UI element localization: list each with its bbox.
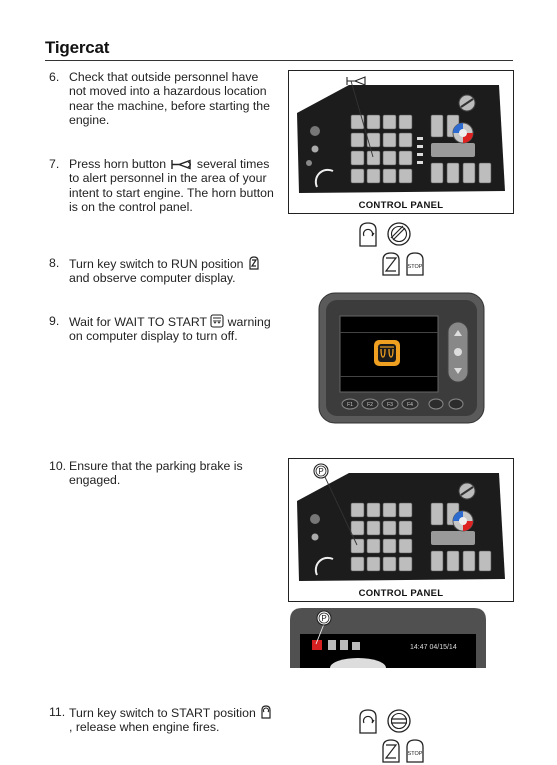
control-panel-figure: CONTROL PANEL xyxy=(288,70,514,214)
key-switch-icon xyxy=(387,709,411,733)
back-button[interactable] xyxy=(428,398,444,410)
svg-text:F2: F2 xyxy=(367,402,373,408)
step-number: 7. xyxy=(49,157,60,171)
home-button[interactable] xyxy=(448,398,464,410)
select-knob[interactable] xyxy=(454,348,462,356)
step-number: 10. xyxy=(49,459,67,473)
key-run-icon xyxy=(382,252,400,276)
svg-text:F4: F4 xyxy=(407,402,413,408)
step-text: Ensure that the parking brake is engaged… xyxy=(69,459,243,488)
wait-to-start-icon xyxy=(374,340,400,366)
svg-text:P: P xyxy=(321,614,326,623)
step-text: Turn key switch to RUN position and obse… xyxy=(69,256,274,286)
step-text: Wait for WAIT TO START warning on comput… xyxy=(69,314,271,344)
key-run-icon xyxy=(249,256,259,270)
svg-text:F3: F3 xyxy=(387,402,393,408)
key-stop-icon: STOP xyxy=(406,252,424,276)
function-key[interactable]: F4 xyxy=(401,398,419,410)
panel-caption: CONTROL PANEL xyxy=(358,588,444,599)
svg-text:P: P xyxy=(318,467,323,476)
control-panel-illustration xyxy=(297,76,505,193)
key-switch-diagram: STOP xyxy=(359,222,424,276)
display-parking-figure: 14:47 04/15/14 P xyxy=(290,608,486,668)
key-stop-label: STOP xyxy=(408,751,423,757)
control-panel-parking-figure: P CONTROL PANEL xyxy=(288,458,514,602)
computer-display-figure: F1 F2 F3 F4 xyxy=(318,292,485,424)
arrow-up-icon[interactable] xyxy=(454,330,462,336)
svg-text:F1: F1 xyxy=(347,402,353,408)
key-stop-icon: STOP xyxy=(406,739,424,763)
step-text: Press horn button several times to alert… xyxy=(69,157,274,215)
step-11: 11. Turn key switch to START position , … xyxy=(49,705,274,735)
step-number: 11. xyxy=(49,705,66,719)
function-key[interactable]: F3 xyxy=(381,398,399,410)
control-panel-illustration: P xyxy=(297,463,505,581)
step-6: 6. Check that outside personnel have not… xyxy=(49,70,274,128)
step-8: 8. Turn key switch to RUN position and o… xyxy=(49,256,274,286)
display-time: 14:47 04/15/14 xyxy=(410,644,457,651)
step-number: 8. xyxy=(49,256,60,270)
key-start-icon xyxy=(359,222,377,247)
key-off-icon xyxy=(387,222,411,246)
key-start-icon xyxy=(261,705,271,719)
key-start-icon xyxy=(359,709,377,734)
parking-brake-icon: P xyxy=(316,610,332,626)
step-text: Check that outside personnel have not mo… xyxy=(69,70,270,128)
brand-logo: Tigercat xyxy=(45,38,110,57)
step-7: 7. Press horn button several times to al… xyxy=(49,157,274,215)
function-key[interactable]: F1 xyxy=(341,398,359,410)
step-9: 9. Wait for WAIT TO START warning on com… xyxy=(49,314,274,344)
arrow-down-icon[interactable] xyxy=(454,368,462,374)
header-rule xyxy=(45,60,513,61)
horn-icon xyxy=(170,159,191,170)
panel-caption: CONTROL PANEL xyxy=(358,200,444,211)
display-screen xyxy=(300,634,476,668)
step-text: Turn key switch to START position , rele… xyxy=(69,705,274,735)
step-10: 10. Ensure that the parking brake is eng… xyxy=(49,459,274,488)
step-number: 9. xyxy=(49,314,60,328)
function-key[interactable]: F2 xyxy=(361,398,379,410)
key-stop-label: STOP xyxy=(408,264,423,270)
parking-brake-icon: P xyxy=(313,463,329,479)
wait-to-start-icon xyxy=(210,314,224,328)
key-run-icon xyxy=(382,739,400,763)
key-switch-start-diagram: STOP xyxy=(359,709,424,763)
parking-brake-indicator xyxy=(312,640,322,650)
step-number: 6. xyxy=(49,70,60,84)
